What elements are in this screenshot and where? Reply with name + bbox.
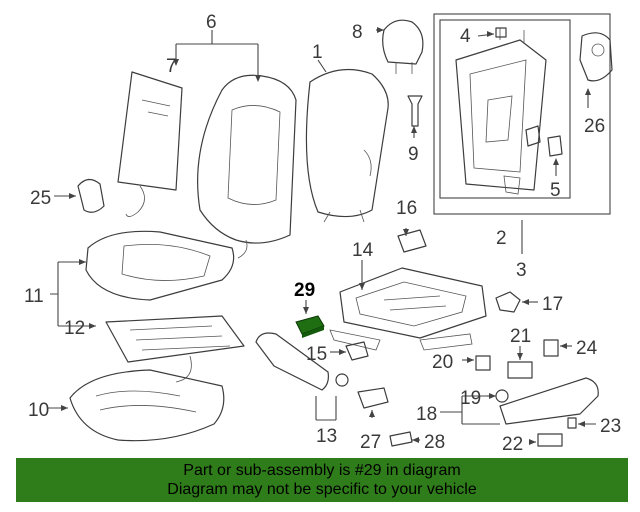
label-22: 22 xyxy=(502,434,523,455)
recliner-26 xyxy=(579,32,613,82)
label-25: 25 xyxy=(30,188,51,209)
label-11: 11 xyxy=(24,286,44,307)
label-3: 3 xyxy=(516,260,527,281)
seatback-pad xyxy=(117,71,183,217)
headrest-guide xyxy=(407,95,423,127)
clip-13 xyxy=(335,373,349,387)
label-13: 13 xyxy=(316,426,337,447)
seat-cushion xyxy=(85,230,235,301)
frame-assembly xyxy=(455,28,547,195)
label-28: 28 xyxy=(424,432,445,453)
label-6: 6 xyxy=(206,12,217,33)
label-29: 29 xyxy=(294,280,315,301)
part-29-highlight xyxy=(295,315,325,338)
label-4: 4 xyxy=(460,26,471,47)
clip-23 xyxy=(567,417,577,429)
knob-24 xyxy=(543,339,559,357)
seatback-frame xyxy=(305,68,389,223)
headrest xyxy=(382,19,424,74)
bracket-15 xyxy=(345,341,369,361)
label-21: 21 xyxy=(510,326,531,347)
switch-21 xyxy=(507,361,533,379)
leader-arrows xyxy=(61,27,591,445)
leader-lines xyxy=(48,29,596,443)
label-7: 7 xyxy=(166,56,177,77)
cushion-heater xyxy=(105,315,245,383)
cover-22 xyxy=(537,433,563,447)
label-23: 23 xyxy=(600,416,621,437)
cover-27 xyxy=(357,387,389,409)
bracket-5 xyxy=(525,125,563,157)
label-27: 27 xyxy=(360,432,381,453)
label-18: 18 xyxy=(416,404,437,425)
label-2: 2 xyxy=(496,228,507,249)
label-10: 10 xyxy=(28,400,49,421)
bracket-17 xyxy=(495,291,521,313)
label-1: 1 xyxy=(312,42,323,63)
label-24: 24 xyxy=(576,338,598,359)
seatback-cover xyxy=(197,74,297,259)
cushion-pad xyxy=(69,369,225,442)
banner-line-2: Diagram may not be specific to your vehi… xyxy=(167,481,477,498)
label-19: 19 xyxy=(460,388,481,409)
label-26: 26 xyxy=(584,116,605,137)
part-labels: 6 7 1 8 9 4 26 5 2 3 25 16 14 11 29 17 1… xyxy=(24,12,621,455)
label-14: 14 xyxy=(352,240,374,261)
label-17: 17 xyxy=(542,294,563,315)
label-8: 8 xyxy=(352,22,363,43)
side-shield xyxy=(255,332,329,391)
bracket-16 xyxy=(397,229,427,253)
banner-line-1: Part or sub-assembly is #29 in diagram xyxy=(183,462,461,479)
label-20: 20 xyxy=(432,352,453,373)
label-15: 15 xyxy=(306,344,327,365)
seat-adjuster xyxy=(329,267,487,351)
label-5: 5 xyxy=(550,180,561,201)
label-9: 9 xyxy=(408,144,419,165)
cover-28 xyxy=(389,431,413,447)
knob-19 xyxy=(495,389,509,403)
clip-4 xyxy=(495,27,507,38)
connector-25 xyxy=(77,178,105,213)
side-shield-18 xyxy=(499,377,599,425)
label-12: 12 xyxy=(64,318,85,339)
info-banner: Part or sub-assembly is #29 in diagram D… xyxy=(16,458,628,502)
switch-20 xyxy=(475,355,491,371)
label-16: 16 xyxy=(396,198,417,219)
